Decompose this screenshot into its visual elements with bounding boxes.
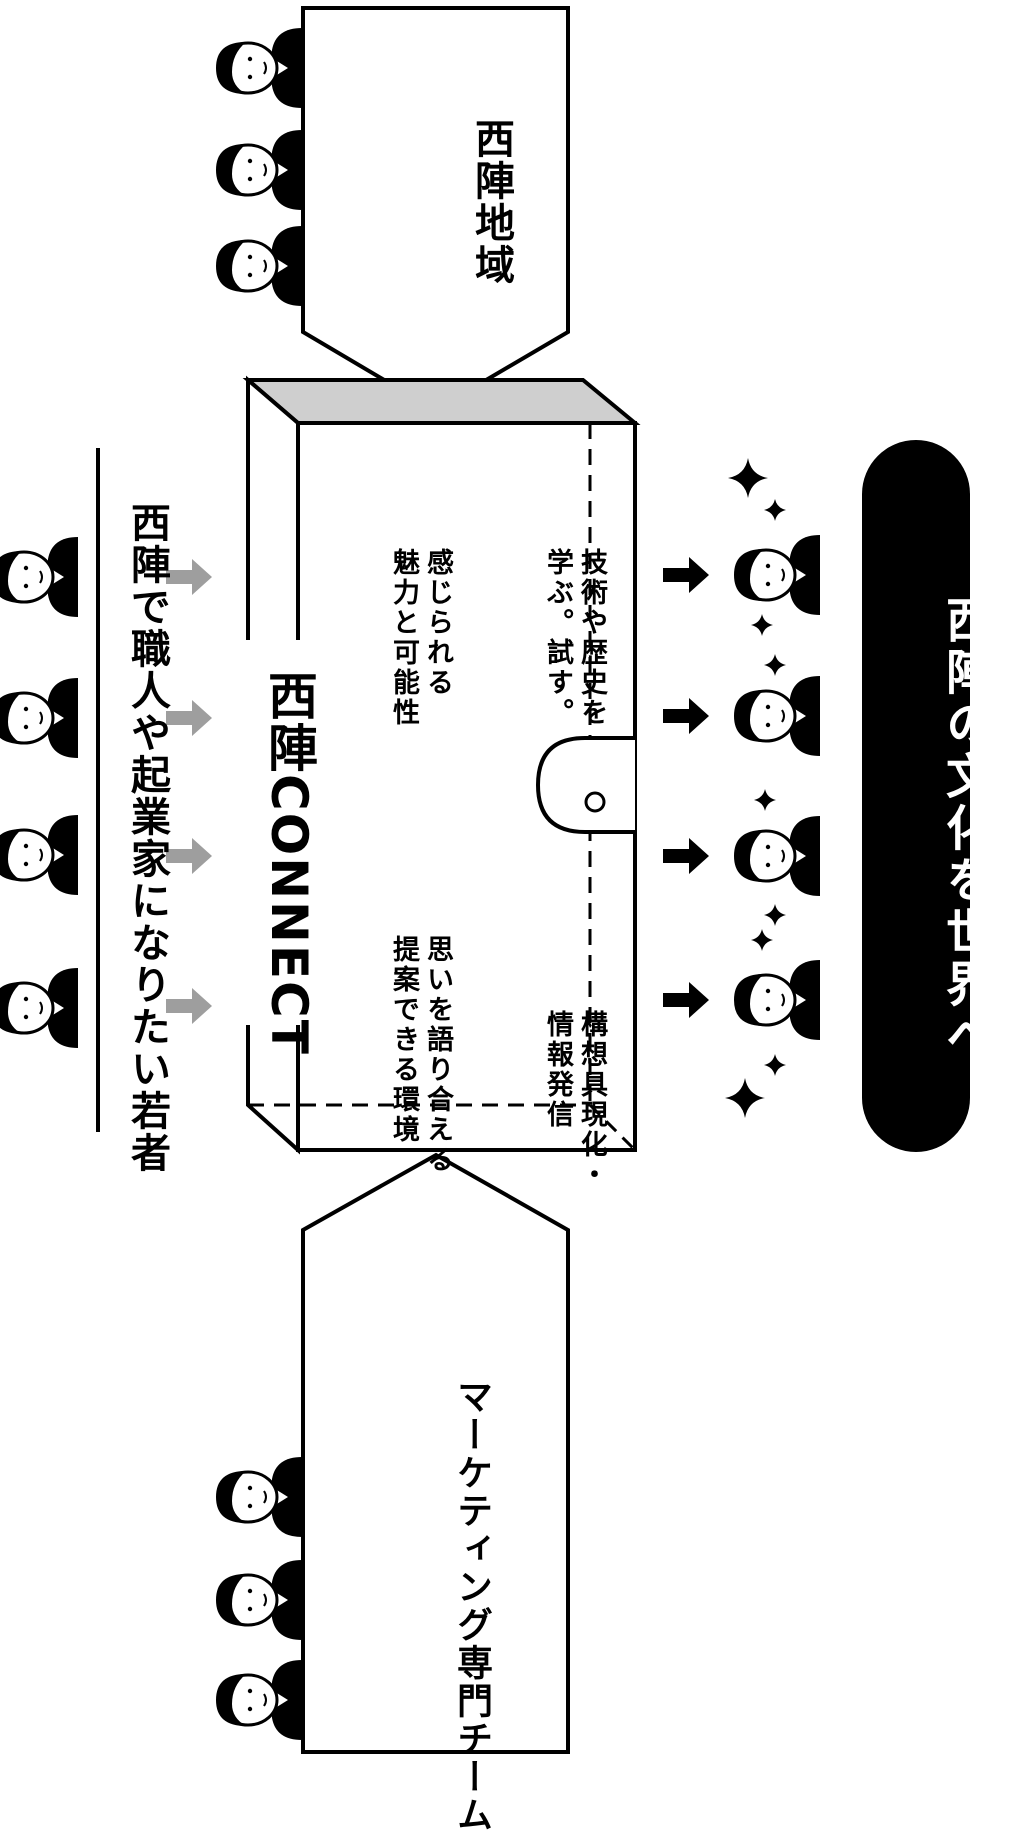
feature-line: 提案できる環境 bbox=[388, 935, 419, 1145]
sparkle-icon bbox=[725, 1078, 765, 1118]
person-icon bbox=[732, 814, 822, 898]
person-icon bbox=[214, 224, 304, 308]
feature-learning: 技術や歴史を 学ぶ。試す。 bbox=[540, 548, 608, 728]
feature-line: 感じられる bbox=[422, 548, 453, 698]
title-backdrop bbox=[236, 640, 310, 1025]
arrow-right-icon bbox=[663, 982, 709, 1018]
outcome-banner bbox=[862, 440, 970, 1152]
connect-title: 西陣CONNECT bbox=[253, 670, 325, 1056]
sparkle-icon bbox=[751, 929, 773, 951]
sparkle-icon bbox=[754, 789, 776, 811]
person-icon bbox=[732, 958, 822, 1042]
outcome-label: 西陣の文化を世界へ！ bbox=[937, 595, 993, 1115]
clasp-icon bbox=[535, 736, 635, 834]
output-arrows bbox=[663, 557, 709, 1018]
person-icon bbox=[214, 1455, 304, 1539]
arrow-right-icon bbox=[663, 838, 709, 874]
marketing-frame bbox=[301, 1152, 570, 1754]
person-icon bbox=[214, 1558, 304, 1642]
connect-title-latin: CONNECT bbox=[260, 774, 318, 1056]
marketing-people bbox=[214, 1455, 304, 1742]
arrow-right-icon bbox=[663, 698, 709, 734]
box-hidden-edge bbox=[588, 1103, 637, 1152]
person-icon bbox=[0, 966, 80, 1050]
feature-realization: 構想具現化・ 情報発信 bbox=[540, 1010, 608, 1190]
person-icon bbox=[214, 128, 304, 212]
region-frame bbox=[301, 6, 570, 413]
feature-line: 技術や歴史を bbox=[576, 548, 607, 728]
feature-appeal: 感じられる 魅力と可能性 bbox=[386, 548, 454, 728]
sparkle-icon bbox=[764, 1054, 786, 1076]
feature-line: 構想具現化・ bbox=[576, 1010, 607, 1190]
connect-box-top bbox=[242, 378, 641, 425]
sparkle-icon bbox=[764, 904, 786, 926]
clasp-button-icon bbox=[584, 791, 606, 813]
diagram-page: 西陣で職人や起業家になりたい若者 西陣地域 マーケティング専門チーム 西陣CON… bbox=[0, 6, 993, 1834]
feature-line: 思いを語り合える bbox=[422, 935, 453, 1175]
feature-line: 学ぶ。試す。 bbox=[542, 548, 573, 728]
person-icon bbox=[0, 535, 80, 619]
youth-people bbox=[0, 535, 80, 1050]
person-icon bbox=[0, 676, 80, 760]
person-icon bbox=[732, 674, 822, 758]
person-icon bbox=[214, 26, 304, 110]
connect-title-kanji: 西陣 bbox=[260, 670, 318, 774]
youth-label: 西陣で職人や起業家になりたい若者 bbox=[124, 502, 170, 1174]
person-icon bbox=[732, 533, 822, 617]
sparkle-icon bbox=[728, 458, 768, 498]
region-label: 西陣地域 bbox=[468, 118, 514, 286]
person-icon bbox=[0, 813, 80, 897]
person-icon bbox=[214, 1658, 304, 1742]
sparkle-icon bbox=[764, 654, 786, 676]
region-people bbox=[214, 26, 304, 308]
sparkle-icon bbox=[764, 499, 786, 521]
marketing-label: マーケティング専門チーム bbox=[451, 1378, 492, 1834]
sparkle-icon bbox=[751, 614, 773, 636]
output-people bbox=[732, 533, 822, 1042]
feature-line: 魅力と可能性 bbox=[388, 548, 419, 728]
connect-box bbox=[236, 375, 641, 1155]
diagram-canvas bbox=[0, 6, 970, 1754]
arrow-right-icon bbox=[663, 557, 709, 593]
feature-line: 情報発信 bbox=[542, 1010, 573, 1130]
feature-discussion: 思いを語り合える 提案できる環境 bbox=[386, 935, 454, 1175]
